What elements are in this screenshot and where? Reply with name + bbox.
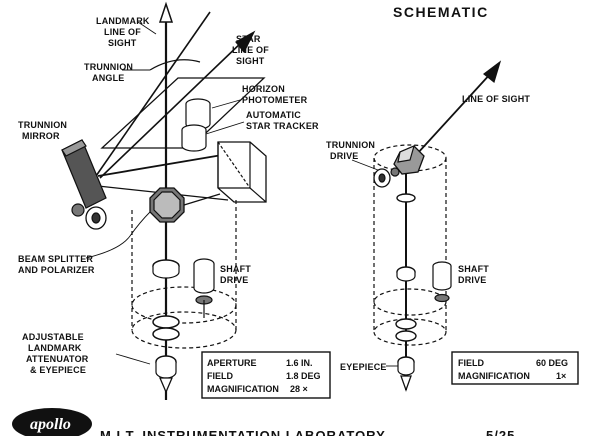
label-shaft-drive-2: DRIVE (220, 275, 249, 285)
sextant-spec-frame (201, 351, 331, 399)
apollo-logo-icon (12, 408, 92, 436)
label-trunnion-drive-2: DRIVE (330, 151, 359, 161)
spec-magnification-label: MAGNIFICATION (207, 384, 279, 394)
label-star-los-1: STAR (236, 34, 261, 44)
telescope-lens-2-side (396, 272, 416, 282)
label-attenuator-1: ADJUSTABLE (22, 332, 84, 342)
label-star-los-2: LINE OF (232, 45, 269, 55)
star-los-arrow-icon (235, 30, 256, 54)
leader-star-tracker (205, 121, 245, 135)
label-telescope-shaft-2: DRIVE (458, 275, 487, 285)
prism-diagonal (217, 141, 251, 189)
label-attenuator-2: LANDMARK (28, 343, 82, 353)
leader-trunnion-drive (351, 159, 379, 171)
star-tracker-icon (181, 130, 207, 152)
trunnion-motor-hub (91, 212, 101, 224)
tspec-field-value: 60 DEG (536, 358, 568, 368)
diagram-title: SCHEMATIC (393, 4, 489, 20)
beam-to-prism-upper (97, 153, 229, 177)
shaft-drive-icon (193, 264, 215, 294)
telescope-assembly (351, 60, 502, 392)
telescope-prism-face (397, 144, 415, 163)
trunnion-drive-hub (378, 173, 386, 183)
leader-beam-splitter (85, 211, 151, 259)
star-los-line (99, 39, 245, 179)
telescope-eyepiece-body (397, 362, 415, 376)
label-beam-splitter-1: BEAM SPLITTER (18, 254, 93, 264)
footer-code: 5/25 (486, 428, 515, 436)
label-trunnion-mirror-2: MIRROR (22, 131, 60, 141)
tspec-field-label: FIELD (458, 358, 484, 368)
prism-edge-d (249, 187, 267, 203)
footer: apollo M.I.T. INSTRUMENTATION LABORATORY… (12, 408, 515, 436)
beam-splitter-to-prism (183, 193, 221, 206)
housing-bottom-ellipse (131, 311, 237, 349)
lens-1-side (152, 266, 180, 279)
beam-splitter-face (153, 191, 181, 219)
sextant-axis-arrow-icon (158, 1, 174, 23)
label-beam-splitter-2: AND POLARIZER (18, 265, 95, 275)
prism-box-icon (217, 141, 267, 203)
eyepiece-body (155, 362, 177, 379)
telescope-los-arrow-icon (483, 60, 502, 84)
footer-lab-name: M.I.T. INSTRUMENTATION LABORATORY (100, 428, 386, 436)
label-horizon-photometer-2: PHOTOMETER (242, 95, 308, 105)
leader-photometer (211, 99, 241, 109)
tspec-magnification-label: MAGNIFICATION (458, 371, 530, 381)
trunnion-mirror-top (61, 139, 87, 157)
trunnion-frame (100, 77, 266, 149)
sextant-labels: LANDMARK LINE OF SIGHT TRUNNION ANGLE ST… (18, 16, 319, 375)
label-trunnion-angle-2: ANGLE (92, 73, 125, 83)
label-line-of-sight: LINE OF SIGHT (462, 94, 530, 104)
telescope-spec-frame (451, 351, 579, 385)
telescope-spec-box: FIELD 60 DEG MAGNIFICATION 1× (451, 351, 579, 385)
telescope-housing-mid (373, 288, 447, 316)
label-telescope-shaft-1: SHAFT (458, 264, 489, 274)
telescope-shaft-drive-icon (432, 266, 452, 291)
label-trunnion-drive-1: TRUNNION (326, 140, 375, 150)
landmark-los-line (95, 11, 211, 177)
label-star-los-3: SIGHT (236, 56, 265, 66)
label-shaft-drive-1: SHAFT (220, 264, 251, 274)
label-attenuator-4: & EYEPIECE (30, 365, 86, 375)
housing-base-ellipse (131, 286, 237, 324)
telescope-lens-3 (395, 318, 417, 330)
telescope-labels: LINE OF SIGHT TRUNNION DRIVE SHAFT DRIVE… (326, 94, 530, 372)
spec-magnification-value: 28 × (290, 384, 308, 394)
sextant-spec-box: APERTURE 1.6 IN. FIELD 1.8 DEG MAGNIFICA… (201, 351, 331, 399)
label-star-tracker-1: AUTOMATIC (246, 110, 301, 120)
label-trunnion-angle-1: TRUNNION (84, 62, 133, 72)
spec-aperture-label: APERTURE (207, 358, 257, 368)
trunnion-drive-gear-icon (390, 167, 400, 177)
apollo-logo-text: apollo (30, 416, 71, 433)
spec-aperture-value: 1.6 IN. (286, 358, 313, 368)
telescope-shaft-gear-icon (434, 293, 450, 303)
label-horizon-photometer-1: HORIZON (242, 84, 285, 94)
label-attenuator-3: ATTENUATOR (26, 354, 89, 364)
trunnion-gear-icon (71, 203, 85, 217)
spec-field-label: FIELD (207, 371, 233, 381)
lens-3 (152, 327, 180, 341)
trunnion-angle-arc (149, 59, 201, 71)
label-landmark-los-2: LINE OF (104, 27, 141, 37)
label-eyepiece: EYEPIECE (340, 362, 387, 372)
label-star-tracker-2: STAR TRACKER (246, 121, 319, 131)
tspec-magnification-value: 1× (556, 371, 566, 381)
label-trunnion-mirror-1: TRUNNION (18, 120, 67, 130)
label-landmark-los-1: LANDMARK (96, 16, 150, 26)
telescope-los-line (405, 71, 493, 167)
telescope-eyepiece-arrow-icon (400, 375, 412, 392)
sextant-eyepiece-arrow-icon (159, 377, 173, 394)
telescope-lens-4 (395, 330, 417, 342)
leader-landmark (137, 21, 157, 35)
telescope-lens-1 (396, 193, 416, 203)
sextant-assembly (61, 1, 267, 400)
spec-field-value: 1.8 DEG (286, 371, 321, 381)
lens-2 (152, 315, 180, 329)
label-landmark-los-3: SIGHT (108, 38, 137, 48)
leader-attenuator (115, 353, 151, 365)
